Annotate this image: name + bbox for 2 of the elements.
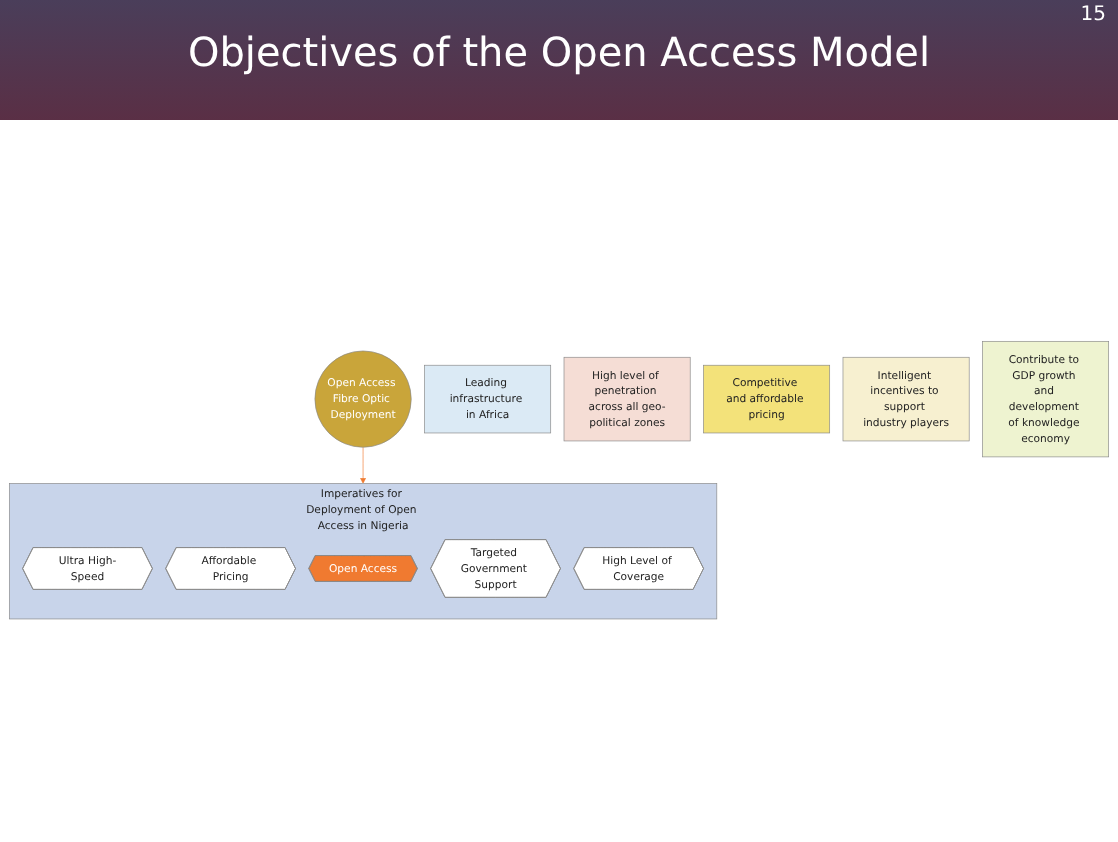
slide-title: Objectives of the Open Access Model: [185, 28, 933, 76]
page-number: 15: [1080, 4, 1106, 26]
